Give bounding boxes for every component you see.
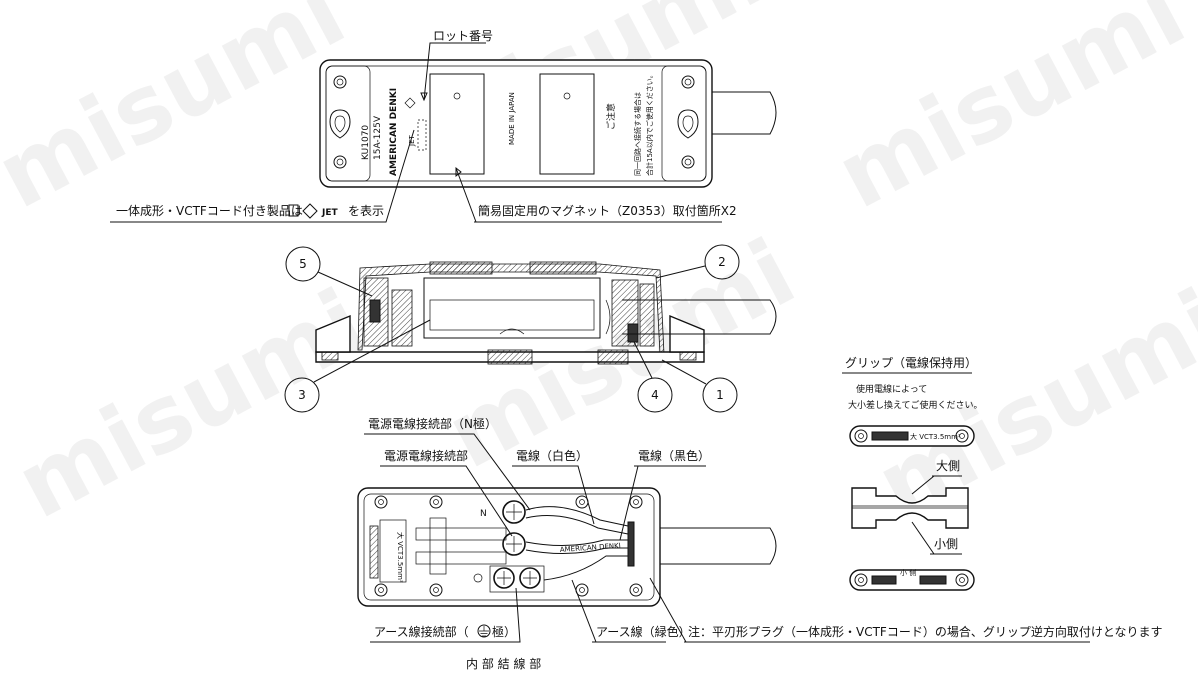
lot-number-label: ロット番号 <box>433 29 493 43</box>
grip-section: グリップ（電線保持用） 使用電線によって 大小差し換えてご使用ください。 大 V… <box>842 355 983 591</box>
earth-wire-label: アース線（緑色） <box>596 624 691 639</box>
earth-terminal-label: アース線接続部（ <box>374 624 469 639</box>
callout-1: 1 <box>661 359 738 413</box>
callout-number: 3 <box>298 388 306 402</box>
magnet-note-label: 簡易固定用のマグネット（Z0353）取付箇所X2 <box>478 203 737 218</box>
callout-number: 1 <box>716 388 724 402</box>
wiring-title: 内 部 結 線 部 <box>466 656 541 671</box>
section-view: 5 2 3 4 1 <box>284 244 777 413</box>
earth-terminal-suffix: 極） <box>492 624 516 639</box>
watermark: misumi <box>0 0 361 229</box>
callout-5: 5 <box>285 246 373 297</box>
jet-mark-small: JET <box>408 135 416 147</box>
callout-number: 4 <box>651 388 659 402</box>
grip-desc-line2: 大小差し換えてご使用ください。 <box>848 399 983 411</box>
callout-number: 5 <box>299 257 307 271</box>
grip-mark-small: 小 側 <box>900 568 916 577</box>
n-terminal-label: 電源電線接続部（N極） <box>368 416 497 431</box>
white-wire-label: 電線（白色） <box>516 448 588 463</box>
jet-mark-text: JET <box>321 208 338 218</box>
caution-line1: 同一回路へ接続する場合は <box>633 92 642 176</box>
terminal-earth-1 <box>493 567 515 589</box>
l-terminal-label: 電源電線接続部 <box>384 448 468 463</box>
jet-note-label: 一体成形・VCTFコード付き製品は <box>116 204 303 218</box>
callout-2: 2 <box>655 244 740 280</box>
grip-mark: 大 VCT3.5mm² <box>396 532 405 583</box>
model-number: KU1070 <box>361 125 371 160</box>
large-side-label: 大側 <box>936 459 960 473</box>
watermark: misumi <box>820 0 1198 229</box>
jet-note-suffix: を表示 <box>348 204 384 218</box>
terminal-n <box>502 500 526 524</box>
grip-side-view <box>851 487 969 529</box>
callout-3: 3 <box>284 319 431 413</box>
rating-text: 15A-125V <box>373 115 383 160</box>
brand-text: AMERICAN DENKI <box>389 88 399 176</box>
watermark: misumi <box>0 269 381 540</box>
terminal-earth-2 <box>519 567 541 589</box>
callout-number: 2 <box>718 255 726 269</box>
top-view: KU1070 15A-125V AMERICAN DENKI JET MADE … <box>110 29 777 223</box>
black-wire-label: 電線（黒色） <box>638 448 710 463</box>
caution-line2: 合計15A以内でご使用ください。 <box>645 71 654 176</box>
grip-mark-large: 大 VCT3.5mm² <box>910 432 961 441</box>
n-mark: N <box>480 509 487 519</box>
caution-title: ご注意 <box>605 103 617 130</box>
terminal-l <box>502 532 526 556</box>
made-in-text: MADE IN JAPAN <box>508 92 516 145</box>
earth-symbol-icon <box>477 624 491 638</box>
grip-desc-line1: 使用電線によって <box>856 383 927 395</box>
jet-mark-text: JET <box>408 135 416 147</box>
callout-4: 4 <box>633 341 673 413</box>
wiring-view: 大 VCT3.5mm² N <box>357 416 1162 671</box>
grip-large-top: 大 VCT3.5mm² <box>849 425 975 447</box>
small-side-label: 小側 <box>934 537 958 551</box>
grip-small-bottom: 小 側 <box>849 568 975 591</box>
jet-mark-large: JET <box>288 203 338 219</box>
grip-direction-note: 注：平刃形プラグ（一体成形・VCTFコード）の場合、グリップ逆方向取付けとなりま… <box>688 624 1162 639</box>
grip-title: グリップ（電線保持用） <box>845 355 977 370</box>
